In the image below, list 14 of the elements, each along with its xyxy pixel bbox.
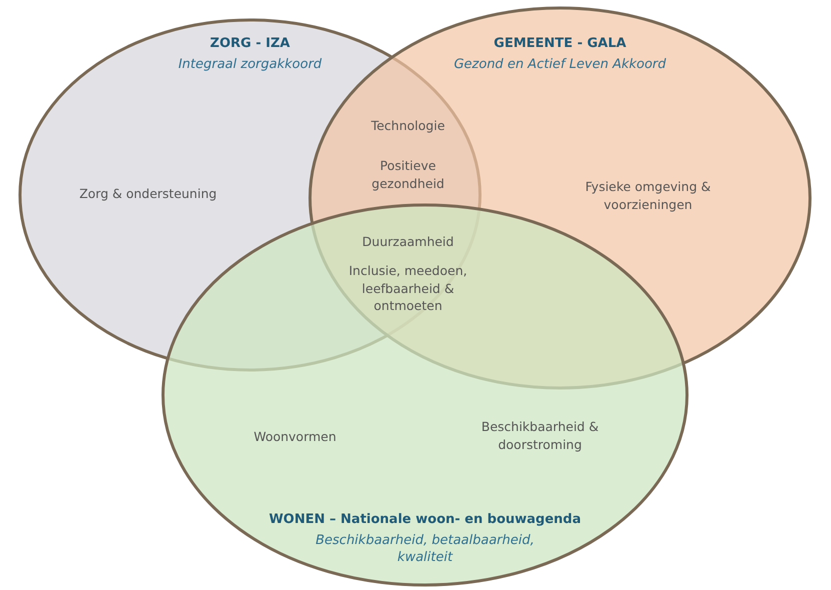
region-label: Positieve gezondheid (370, 157, 446, 192)
set-subtitle: Gezond en Actief Leven Akkoord (452, 57, 668, 74)
set-subtitle: Integraal zorgakkoord (177, 57, 323, 74)
region-label: Technologie (370, 117, 446, 134)
set-title: WONEN – Nationale woon- en bouwagenda (268, 512, 582, 529)
region-label: Fysieke omgeving & voorzieningen (584, 178, 712, 213)
region-label: Beschikbaarheid & doorstroming (480, 418, 600, 453)
set-title: GEMEENTE - GALA (492, 36, 628, 53)
region-label: Zorg & ondersteuning (78, 185, 218, 202)
set-subtitle: Beschikbaarheid, betaalbaarheid, kwaliteit (314, 533, 536, 567)
set-title: ZORG - IZA (209, 36, 291, 53)
region-label: Woonvormen (252, 428, 338, 446)
region-label: Duurzaamheid (361, 233, 455, 250)
region-label: Inclusie, meedoen, leefbaarheid & ontmoeten (348, 262, 468, 314)
